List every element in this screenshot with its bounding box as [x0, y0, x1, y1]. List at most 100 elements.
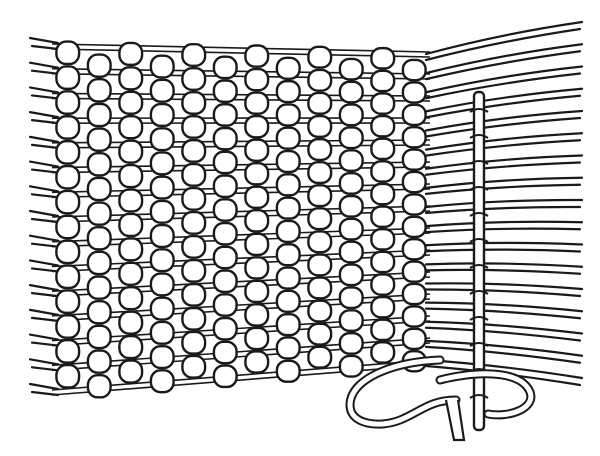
weft-blob — [307, 45, 333, 69]
weft-blob — [307, 253, 333, 277]
weft-blob — [275, 149, 301, 174]
weft-blob — [244, 138, 270, 163]
weft-blob — [55, 115, 81, 140]
weft-blob — [181, 258, 207, 283]
weft-blob — [55, 289, 81, 315]
warp-line — [51, 249, 431, 268]
thread-loop-icon — [345, 355, 536, 442]
needle-wrap — [469, 394, 489, 399]
weft-blob — [401, 260, 427, 283]
weft-blob — [307, 207, 333, 231]
weft-blob — [181, 66, 207, 91]
weft-blob — [149, 78, 175, 103]
weft-blob — [181, 90, 207, 115]
weft-blob — [149, 369, 175, 394]
weft-blob — [244, 232, 270, 257]
weft-blob — [401, 125, 427, 149]
weft-blob — [212, 221, 238, 246]
loose-warp-thread — [424, 301, 584, 313]
weft-blob — [149, 320, 175, 345]
loose-warp-thread — [424, 282, 584, 291]
warp-line — [51, 92, 431, 97]
weft-blob — [181, 138, 207, 163]
needle-wrap — [469, 342, 489, 347]
weft-blob — [181, 306, 207, 331]
weft-blob — [181, 210, 207, 235]
warp-line — [51, 188, 431, 199]
thread-loop-fill — [347, 357, 459, 427]
weft-blob — [244, 209, 270, 233]
weft-blob — [149, 54, 175, 79]
warp-end — [28, 259, 60, 267]
loose-warp-thread — [424, 94, 582, 119]
weft-blob — [118, 114, 144, 140]
weft-blob — [370, 318, 396, 342]
weft-blob — [149, 223, 175, 249]
weft-blob — [275, 103, 301, 127]
warp-end — [28, 86, 60, 94]
warp-line — [51, 210, 431, 223]
weft-blob — [181, 42, 207, 67]
weft-blob — [275, 56, 301, 80]
weft-blob — [338, 331, 364, 355]
warp-end — [28, 61, 60, 69]
weft-blob — [401, 81, 427, 104]
warp-end — [28, 284, 60, 292]
loose-warp-thread — [424, 227, 582, 234]
weft-blob — [118, 310, 144, 335]
weft-blob — [338, 126, 364, 150]
loose-warp-thread — [424, 307, 582, 320]
weft-blob — [401, 148, 427, 171]
weft-blob — [55, 363, 81, 389]
weft-blob — [338, 103, 364, 127]
weft-blob — [370, 205, 396, 229]
weft-blob — [212, 126, 238, 151]
warp-line — [51, 144, 431, 149]
weft-blob — [370, 46, 396, 70]
warp-line — [51, 97, 431, 102]
needle-wrap — [469, 186, 489, 191]
weft-blob — [118, 261, 144, 286]
weft-blob — [118, 41, 144, 67]
weft-blob — [307, 299, 333, 323]
weft-blob — [55, 40, 81, 66]
loose-warp-thread — [424, 176, 584, 189]
weft-blob — [181, 330, 207, 355]
weft-blob — [55, 189, 81, 215]
weft-blob — [118, 139, 144, 164]
right-loose-warp-threads — [424, 20, 584, 387]
weft-blob — [401, 170, 427, 194]
weft-blob — [181, 114, 207, 139]
weft-blob — [307, 276, 333, 300]
weft-blob — [86, 102, 112, 128]
warp-line — [51, 364, 431, 396]
weft-blob — [86, 225, 112, 251]
weft-blob — [118, 90, 144, 115]
weft-blob — [55, 214, 81, 240]
weft-blob — [212, 103, 238, 127]
weft-blob — [86, 78, 112, 103]
weft-blob — [86, 176, 112, 202]
weft-blob — [244, 44, 270, 68]
weft-blob — [338, 57, 364, 81]
warp-line — [51, 48, 431, 58]
weft-blob — [86, 349, 112, 374]
weft-blob — [149, 151, 175, 176]
needle-shaft — [472, 90, 486, 432]
weft-blob — [212, 269, 238, 294]
weft-blob — [149, 296, 175, 321]
weft-blob — [275, 196, 301, 220]
weft-blob — [338, 354, 364, 378]
weft-blob — [338, 149, 364, 173]
warp-end — [28, 382, 60, 391]
thread-loop-fill — [437, 371, 534, 418]
weft-blob — [307, 184, 333, 208]
weft-blob — [55, 239, 81, 265]
loose-warp-thread — [424, 109, 584, 132]
warp-line — [51, 139, 431, 144]
weft-blob — [370, 137, 396, 161]
weft-blob — [212, 79, 238, 104]
weft-blob — [307, 322, 333, 346]
weft-blob — [307, 114, 333, 139]
